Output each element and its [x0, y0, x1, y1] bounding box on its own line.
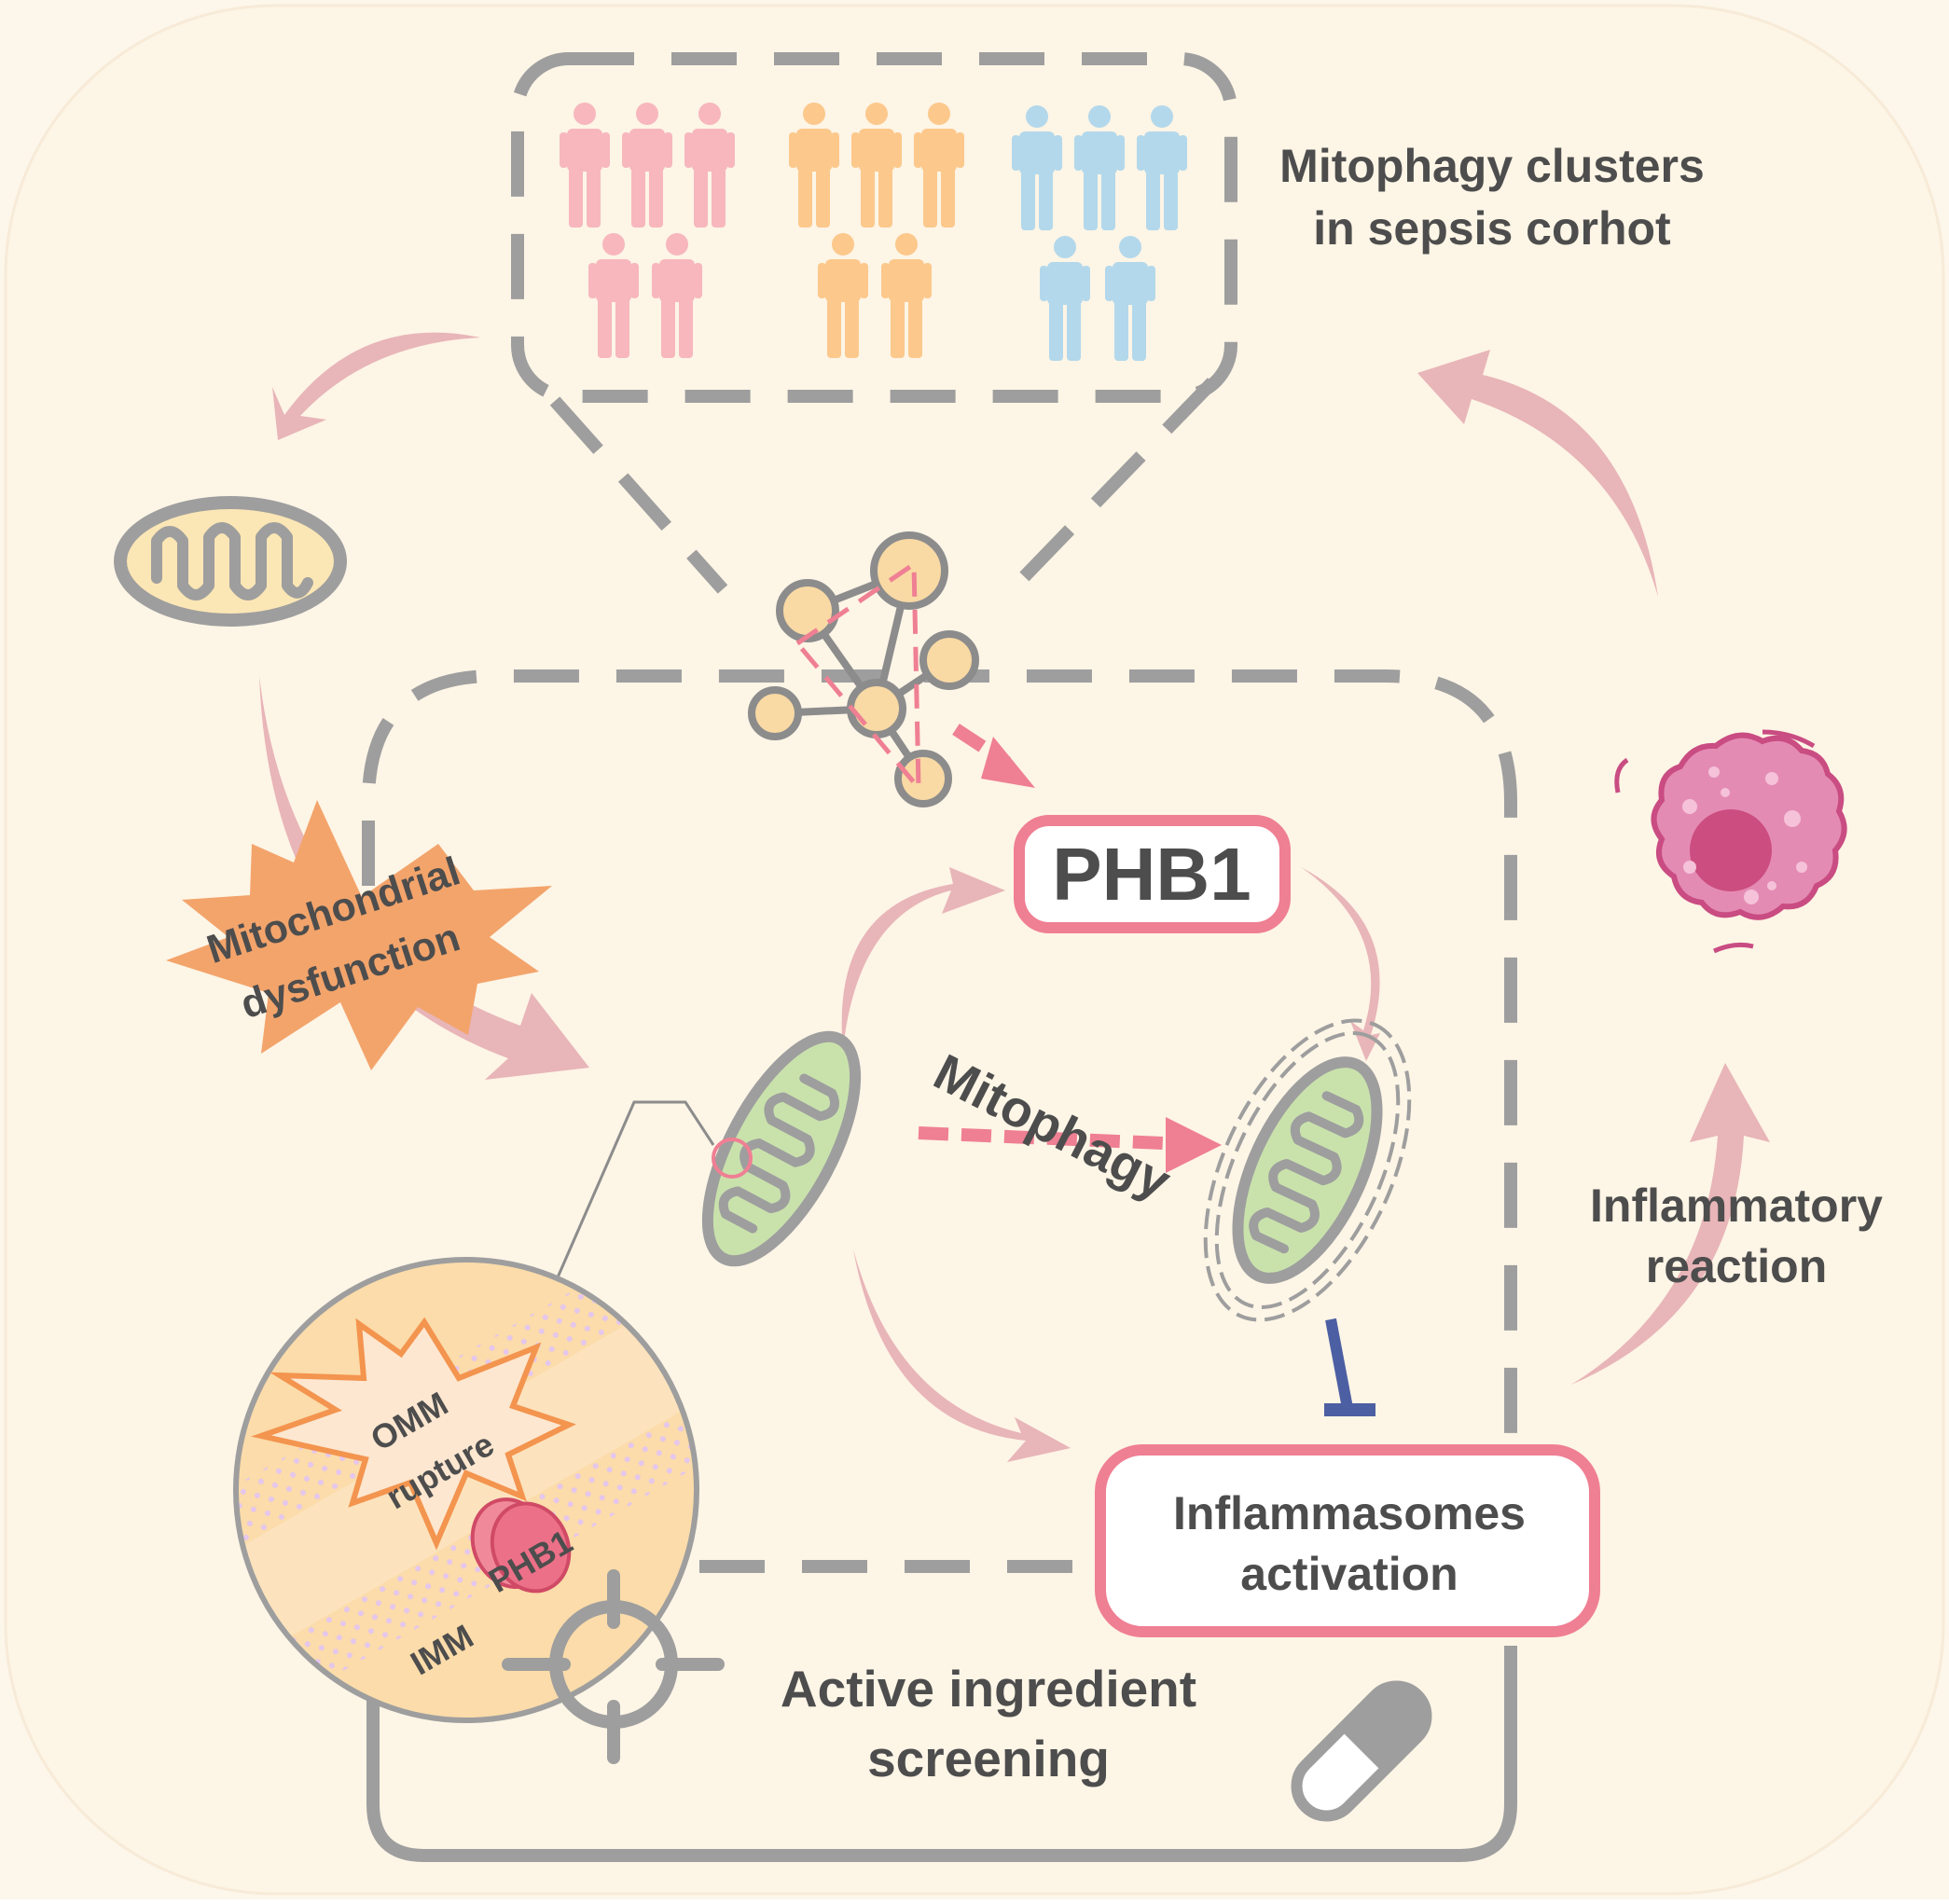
macrophage-nucleus: [1690, 809, 1772, 891]
network-graph-icon: [748, 531, 979, 807]
phb1-box: [1014, 815, 1291, 933]
burst-shape: [166, 800, 552, 1070]
inflammatory-label-line2: reaction: [1646, 1240, 1828, 1292]
arrow-cohort-to-mito: [272, 332, 480, 440]
inhibition-line: [1325, 1318, 1353, 1410]
screening-label-line2: screening: [867, 1730, 1110, 1787]
screening-box: [366, 1641, 1517, 1862]
clusters-title-line2: in sepsis corhot: [1313, 202, 1671, 255]
arrow-reaction-to-cohort: [1417, 350, 1658, 597]
funnel-line-left: [549, 396, 728, 594]
inflammasomes-box: [1095, 1444, 1600, 1637]
inflammatory-label-line1: Inflammatory: [1590, 1180, 1883, 1232]
macrophage-icon: [1614, 729, 1847, 954]
zoom-connector-line: [556, 1100, 715, 1278]
inflammasomes-label-line2: activation: [1240, 1548, 1458, 1600]
funnel-line-right: [1016, 378, 1218, 585]
autophagosome-icon: [1203, 1018, 1412, 1322]
mito-damage-spot: [712, 1138, 753, 1179]
arrowhead-mitophagy: [1166, 1117, 1222, 1173]
omm-rupture-burst: [251, 1317, 576, 1551]
pathway-arrows: [841, 867, 1380, 1462]
arrow-mito-to-phb1: [841, 867, 1005, 1049]
phb1-protein-icon: [470, 1497, 572, 1594]
screening-label-line1: Active ingredient: [781, 1660, 1196, 1718]
mitochondrion-healthy-icon: [114, 496, 347, 627]
arrow-mito-to-inflammasome: [853, 1249, 1071, 1462]
arrow-phb1-to-mitophagy: [1301, 867, 1380, 1061]
arrow-inflammasome-to-reaction: [1571, 1063, 1770, 1385]
zoom-inset: OMM rupture PHB1 IMM: [233, 1257, 699, 1723]
capsule-pill-icon: [1291, 1680, 1432, 1822]
dashed-arrow-mitophagy: [918, 1126, 1185, 1151]
clusters-title-line1: Mitophagy clusters: [1279, 140, 1705, 192]
target-crosshair-icon: [502, 1569, 725, 1764]
arrowhead-network-to-phb1: [981, 737, 1035, 788]
mitochondrion-damaged-icon: [701, 1030, 862, 1267]
phb1-label: PHB1: [1052, 833, 1251, 916]
network-highlight-triangle: [794, 559, 921, 795]
inflammasomes-label-line1: Inflammasomes: [1173, 1487, 1526, 1539]
